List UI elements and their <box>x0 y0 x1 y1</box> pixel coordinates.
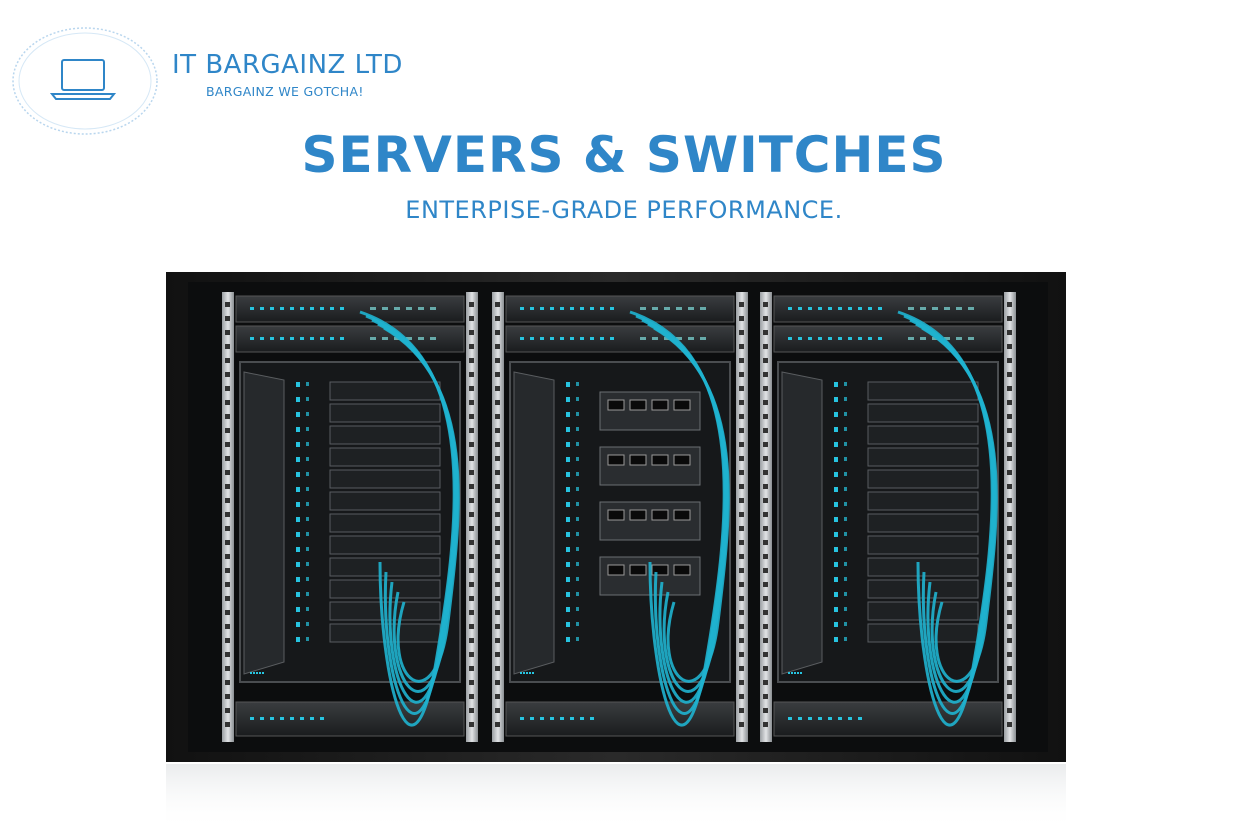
page-headline: SERVERS & SWITCHES <box>301 126 947 184</box>
page-subheadline: ENTERPISE-GRADE PERFORMANCE. <box>405 196 843 224</box>
brand-tagline: BARGAINZ WE GOTCHA! <box>206 84 364 99</box>
brand-name: IT BARGAINZ LTD <box>172 50 403 80</box>
brand-logo <box>10 26 160 136</box>
server-rack-illustration <box>160 262 1080 832</box>
laptop-icon <box>49 59 117 100</box>
brand-block: IT BARGAINZ LTD BARGAINZ WE GOTCHA! <box>172 50 403 99</box>
